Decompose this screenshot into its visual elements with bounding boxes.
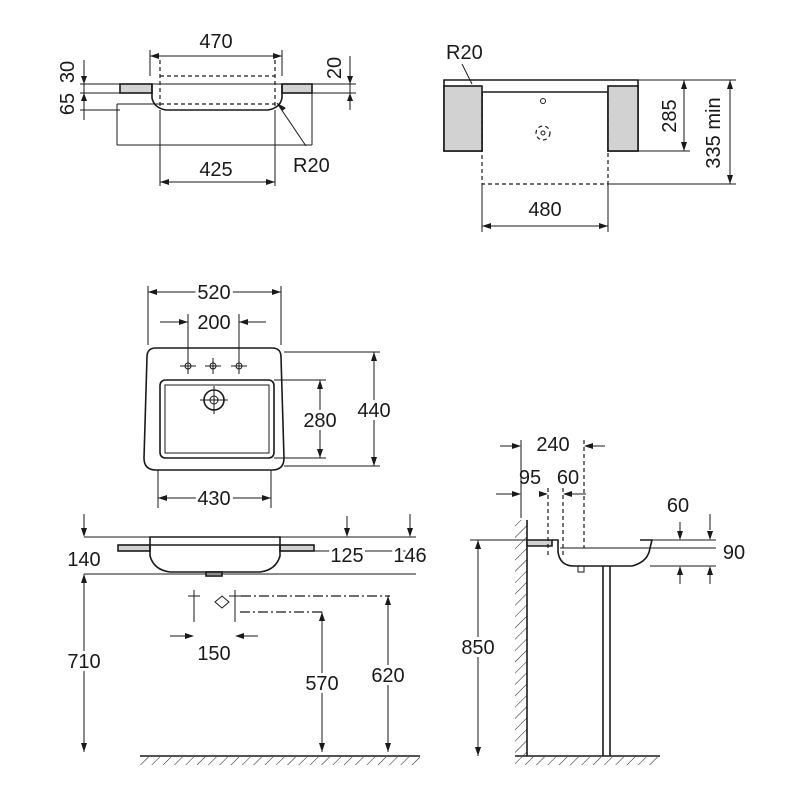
dim-425: 425 bbox=[199, 159, 232, 181]
overflow-hole-icon bbox=[540, 98, 546, 104]
counter-section-view: 470 425 30 65 20 R20 bbox=[57, 31, 356, 186]
counter-slab-right bbox=[279, 544, 315, 552]
dim-620: 620 bbox=[371, 665, 404, 687]
dim-90: 90 bbox=[723, 542, 745, 564]
dim-570: 570 bbox=[305, 673, 338, 695]
dim-520: 520 bbox=[197, 282, 230, 304]
dim-140: 140 bbox=[67, 549, 100, 571]
wall-hatch bbox=[515, 520, 527, 756]
cutout-plan-view: R20 285 335 min 480 bbox=[443, 42, 736, 232]
valve-left-icon bbox=[188, 590, 200, 622]
dim-430: 430 bbox=[197, 488, 230, 510]
dim-125: 125 bbox=[330, 545, 363, 567]
dim-285: 285 bbox=[659, 99, 681, 132]
dim-r20-left: R20 bbox=[293, 155, 330, 177]
dim-480: 480 bbox=[528, 199, 561, 221]
dim-30: 30 bbox=[57, 61, 79, 83]
dim-60-top: 60 bbox=[557, 467, 579, 489]
dim-r20-right: R20 bbox=[446, 42, 483, 64]
cutout-side-right bbox=[607, 85, 639, 152]
drain-icon bbox=[535, 125, 551, 141]
dim-146: 146 bbox=[393, 545, 426, 567]
counter-slab-right bbox=[281, 83, 313, 94]
dim-440: 440 bbox=[357, 400, 390, 422]
dim-335-min: 335 min bbox=[703, 97, 725, 168]
side-elevation-view: 240 95 60 60 90 850 bbox=[458, 431, 745, 765]
cutout-side-left bbox=[443, 85, 483, 152]
dim-65: 65 bbox=[57, 93, 79, 115]
drain-icon bbox=[200, 386, 228, 414]
sink-inner-basin bbox=[159, 379, 275, 459]
dim-280: 280 bbox=[303, 410, 336, 432]
dim-850: 850 bbox=[461, 637, 494, 659]
sink-outer-rim bbox=[143, 347, 285, 471]
faucet-hole-right-icon bbox=[231, 358, 247, 374]
dim-20: 20 bbox=[324, 57, 346, 79]
floor-hatch bbox=[140, 757, 420, 765]
counter-slab-left bbox=[119, 83, 153, 94]
sink-side-profile bbox=[552, 539, 654, 567]
floor-hatch bbox=[515, 757, 660, 765]
sink-front-body bbox=[149, 536, 281, 573]
dim-470: 470 bbox=[199, 31, 232, 53]
valve-center-icon bbox=[214, 595, 230, 609]
basin-profile bbox=[151, 84, 283, 111]
counter-slab-left bbox=[117, 544, 151, 552]
front-elevation-view: 140 125 146 150 710 bbox=[64, 514, 430, 765]
dim-710: 710 bbox=[67, 651, 100, 673]
dim-150: 150 bbox=[197, 643, 230, 665]
dim-240: 240 bbox=[536, 434, 569, 456]
valve-right-icon bbox=[229, 590, 241, 622]
dim-200: 200 bbox=[197, 312, 230, 334]
dim-60-right: 60 bbox=[667, 495, 689, 517]
dim-95: 95 bbox=[519, 467, 541, 489]
faucet-hole-center-icon bbox=[205, 358, 221, 374]
sink-plan-view: 520 200 280 440 430 bbox=[143, 279, 394, 513]
faucet-hole-left-icon bbox=[180, 358, 196, 374]
